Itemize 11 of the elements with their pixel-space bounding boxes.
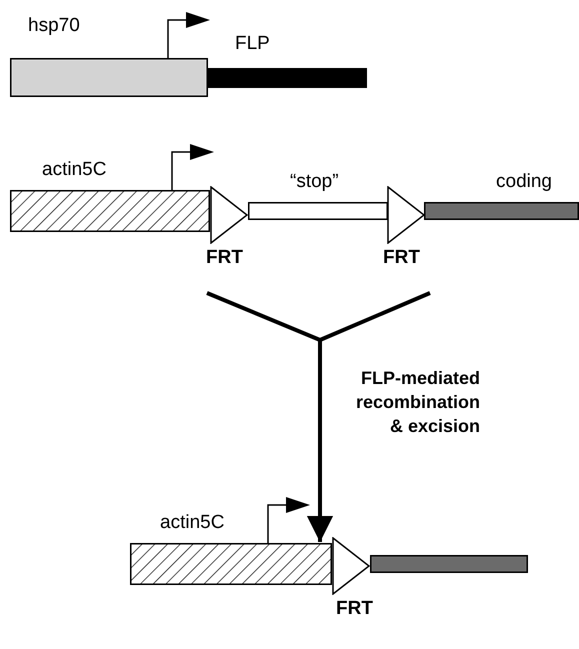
gene-label: “stop” — [290, 172, 339, 191]
gene-label: FRT — [383, 248, 420, 267]
gene-label: actin5C — [42, 160, 106, 179]
gene-label: actin5C — [160, 513, 224, 532]
gene-label: FRT — [336, 599, 373, 618]
coding-bar — [370, 555, 528, 573]
gene-label: coding — [496, 172, 552, 191]
gene-label: FLP — [235, 34, 270, 53]
edge-label: FLP-mediated recombination & excision — [354, 367, 480, 438]
gene-label: FRT — [206, 248, 243, 267]
gene-label: hsp70 — [28, 16, 80, 35]
